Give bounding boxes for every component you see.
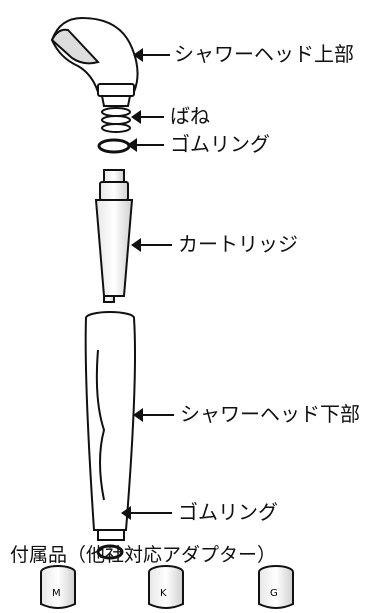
arrow-cartridge bbox=[131, 238, 172, 252]
label-head-bottom: シャワーヘッド下部 bbox=[180, 402, 360, 426]
o-ring-bottom-part bbox=[96, 544, 124, 560]
adapter-g bbox=[258, 565, 294, 609]
shower-head-top-part bbox=[50, 16, 139, 107]
adapter-k bbox=[148, 565, 184, 609]
label-cartridge: カートリッジ bbox=[178, 232, 298, 256]
adapter-m-letter: M bbox=[52, 588, 61, 599]
arrow-oring-bottom bbox=[121, 506, 172, 520]
o-ring-top-part bbox=[97, 138, 131, 154]
label-spring: ばね bbox=[170, 104, 210, 128]
adapter-g-letter: G bbox=[270, 588, 278, 599]
adapter-m bbox=[40, 565, 76, 609]
arrow-head-top bbox=[133, 48, 170, 62]
arrow-spring bbox=[131, 110, 164, 124]
arrow-oring-top bbox=[127, 138, 164, 152]
label-head-top: シャワーヘッド上部 bbox=[174, 42, 354, 66]
label-oring-top: ゴムリング bbox=[170, 132, 270, 156]
spring-part bbox=[101, 107, 131, 133]
cartridge-part bbox=[94, 169, 134, 303]
label-oring-bottom: ゴムリング bbox=[178, 500, 278, 524]
adapter-k-letter: K bbox=[160, 588, 167, 599]
accessories-caption: 付属品（他社対応アダプター） bbox=[10, 544, 277, 566]
arrow-head-bottom bbox=[133, 408, 174, 422]
shower-head-bottom-part bbox=[84, 311, 136, 541]
